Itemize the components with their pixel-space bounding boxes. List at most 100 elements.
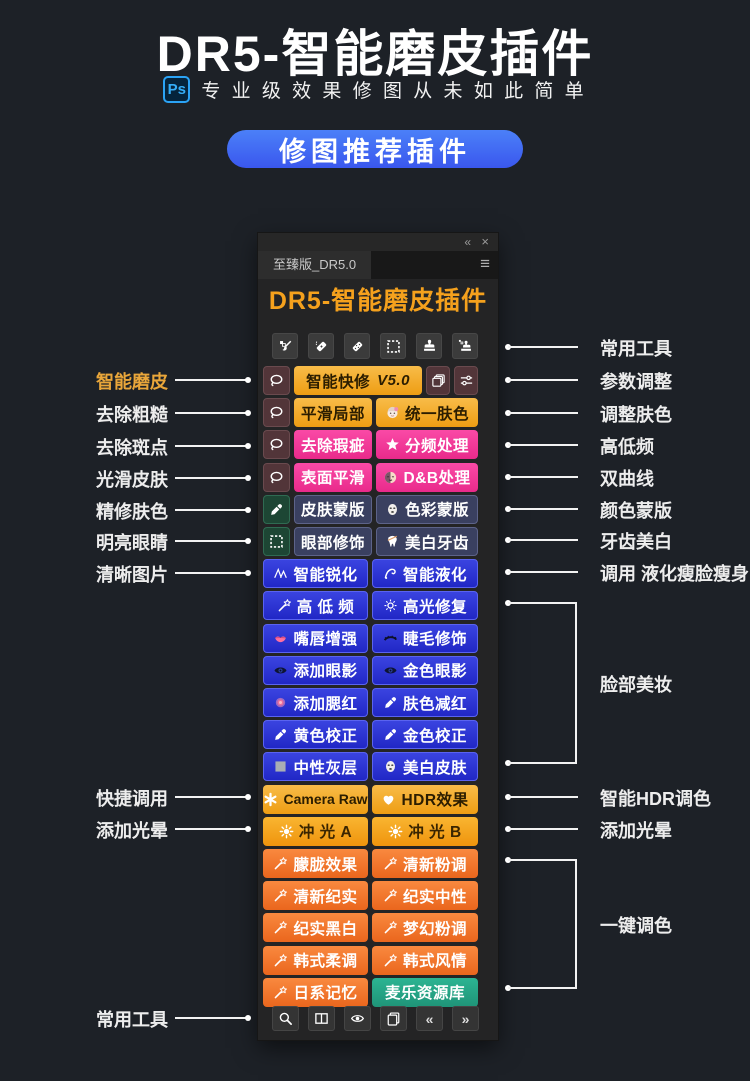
preview-eye-button[interactable] xyxy=(344,1006,371,1031)
callout-line xyxy=(508,539,578,541)
zoom-button[interactable] xyxy=(272,1006,299,1031)
tool-button[interactable] xyxy=(380,333,406,359)
eyedropper-icon xyxy=(383,727,398,742)
split-view-button[interactable] xyxy=(308,1006,335,1031)
panel-icon-button[interactable] xyxy=(263,527,290,556)
tool-button[interactable] xyxy=(452,333,478,359)
magic-wand-icon xyxy=(273,953,288,968)
panel-button-row: 平滑局部统一肤色 xyxy=(263,398,478,428)
panel-icon-button[interactable] xyxy=(263,462,290,492)
panel-button[interactable]: 日系记忆 xyxy=(263,977,368,1007)
panel-button[interactable]: 韩式风情 xyxy=(372,945,478,975)
panel-menu-icon[interactable]: ≡ xyxy=(480,254,490,273)
panel-button[interactable]: 嘴唇增强 xyxy=(263,623,368,653)
panel-button[interactable]: 清新粉调 xyxy=(372,849,478,878)
panel-icon-button[interactable] xyxy=(263,366,290,395)
panel-button-label: 添加眼影 xyxy=(293,663,358,681)
panel-button[interactable]: 纪实黑白 xyxy=(263,913,368,943)
panel-button[interactable]: 皮肤蒙版 xyxy=(294,494,372,524)
panel-icon-button[interactable] xyxy=(263,430,290,460)
asterisk-icon xyxy=(263,792,278,807)
panel-button[interactable]: 美白皮肤 xyxy=(372,752,478,782)
panel-icon-button[interactable] xyxy=(263,398,290,428)
callout-label: 添加光晕 xyxy=(96,821,168,841)
panel-button[interactable]: 表面平滑 xyxy=(294,462,372,492)
callout-label: 调用 液化瘦脸瘦身 xyxy=(600,564,750,584)
tool-button[interactable] xyxy=(272,333,298,359)
callout-line xyxy=(175,509,248,511)
panel-button[interactable]: 朦胧效果 xyxy=(263,849,368,878)
panel-button[interactable]: 眼部修饰 xyxy=(294,527,372,556)
eye-icon xyxy=(273,663,288,678)
duplicate-button[interactable] xyxy=(380,1006,407,1031)
panel-icon-button[interactable] xyxy=(426,366,450,395)
collapse-panel-icon[interactable]: « xyxy=(464,235,471,249)
panel-icon-button[interactable] xyxy=(263,494,290,524)
page-title: DR5-智能磨皮插件 xyxy=(156,26,594,82)
panel-button[interactable]: 添加眼影 xyxy=(263,655,368,685)
panel-button-label: 皮肤蒙版 xyxy=(300,502,365,520)
callout-label: 添加光晕 xyxy=(600,821,672,841)
eyedropper-icon xyxy=(273,727,288,742)
prev-button[interactable]: « xyxy=(416,1006,443,1031)
panel-button[interactable]: 添加腮红 xyxy=(263,688,368,717)
panel-button-row: 朦胧效果清新粉调 xyxy=(263,849,478,878)
panel-button-label: 智能快修 xyxy=(306,373,371,391)
panel-tab[interactable]: 至臻版_DR5.0 xyxy=(258,251,372,279)
panel-button[interactable]: 麦乐资源库 xyxy=(372,977,478,1007)
panel-button[interactable]: 高 低 频 xyxy=(263,591,368,621)
panel-button[interactable]: 统一肤色 xyxy=(376,398,478,428)
panel-button[interactable]: D&B处理 xyxy=(376,462,478,492)
panel-button[interactable]: 冲 光 A xyxy=(263,816,368,846)
tool-button[interactable] xyxy=(416,333,442,359)
panel-button[interactable]: 肤色减红 xyxy=(372,688,478,717)
panel-button[interactable]: 金色眼影 xyxy=(372,655,478,685)
callout-label: 去除斑点 xyxy=(96,438,168,458)
eyedropper-icon xyxy=(269,502,284,517)
callout-label: 智能磨皮 xyxy=(96,372,168,392)
pattern-stamp-icon xyxy=(458,339,473,354)
panel-button[interactable]: HDR效果 xyxy=(372,784,478,814)
marquee-icon xyxy=(386,339,401,354)
panel-button[interactable]: 色彩蒙版 xyxy=(376,494,478,524)
panel-button-label: 黄色校正 xyxy=(293,727,358,745)
panel-button-row: 韩式柔调韩式风情 xyxy=(263,945,478,975)
panel-button[interactable]: Camera Raw xyxy=(263,784,368,814)
callout-dot xyxy=(245,377,251,383)
panel-button-label: HDR效果 xyxy=(401,792,469,810)
panel-button-label: 金色校正 xyxy=(402,727,467,745)
panel-button[interactable]: 冲 光 B xyxy=(372,816,478,846)
panel-button[interactable]: 梦幻粉调 xyxy=(372,913,478,943)
tool-button[interactable] xyxy=(308,333,334,359)
callout-line xyxy=(508,571,578,573)
panel-button[interactable]: 中性灰层 xyxy=(263,752,368,782)
clone-stamp-icon xyxy=(422,339,437,354)
panel-button[interactable]: 智能液化 xyxy=(372,559,478,589)
close-panel-icon[interactable]: × xyxy=(481,234,489,249)
panel-button[interactable]: 纪实中性 xyxy=(372,881,478,911)
panel-button-label: 冲 光 A xyxy=(298,824,353,842)
callout-dot xyxy=(245,410,251,416)
face-mask-icon xyxy=(385,502,400,517)
panel-icon-button[interactable] xyxy=(454,366,478,395)
face-mask-icon xyxy=(383,759,398,774)
panel-button[interactable]: 睫毛修饰 xyxy=(372,623,478,653)
next-button[interactable]: » xyxy=(452,1006,479,1031)
lasso-icon xyxy=(269,405,284,420)
panel-button[interactable]: 韩式柔调 xyxy=(263,945,368,975)
panel-button[interactable]: 高光修复 xyxy=(372,591,478,621)
panel-button[interactable]: 分频处理 xyxy=(376,430,478,460)
panel-button[interactable]: 清新纪实 xyxy=(263,881,368,911)
panel-button[interactable]: 去除瑕疵 xyxy=(294,430,372,460)
callout-label: 明亮眼睛 xyxy=(96,533,168,553)
panel-button[interactable]: 智能锐化 xyxy=(263,559,368,589)
panel-button[interactable]: 平滑局部 xyxy=(294,398,372,428)
panel-button[interactable]: 金色校正 xyxy=(372,720,478,750)
panel-tab-bar: 至臻版_DR5.0 ≡ xyxy=(258,251,498,279)
sharpen-icon xyxy=(273,566,288,581)
panel-button[interactable]: 美白牙齿 xyxy=(376,527,478,556)
tool-button[interactable] xyxy=(344,333,370,359)
panel-button[interactable]: 黄色校正 xyxy=(263,720,368,750)
